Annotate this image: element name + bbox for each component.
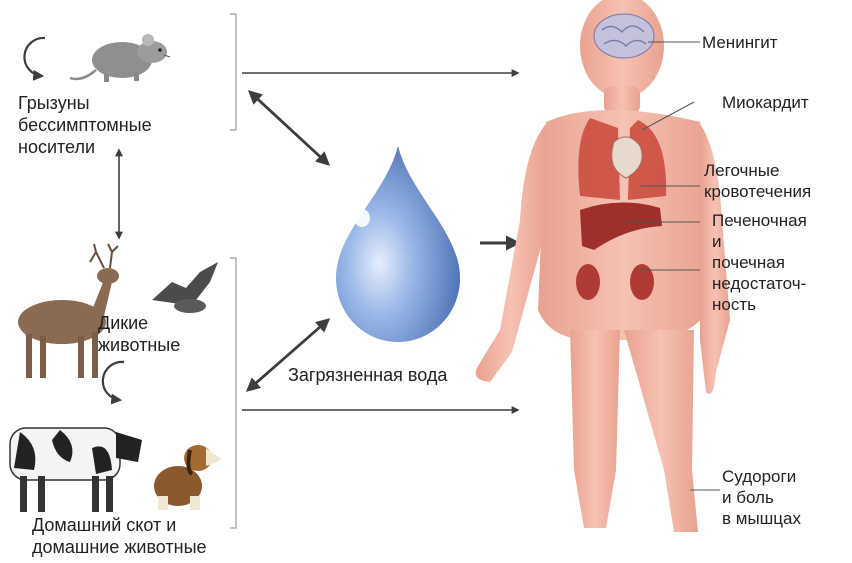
rodents-label-line2: бессимптомные: [18, 114, 152, 136]
pulmonary-hemorrhage-line1: Легочные: [704, 160, 811, 181]
domestic-animals-label: Домашний скот и домашние животные: [32, 514, 207, 558]
muscle-pain-line1: Судороги: [722, 466, 801, 487]
pulmonary-hemorrhage-label: Легочные кровотечения: [704, 160, 811, 202]
liver-kidney-line3: почечная: [712, 252, 807, 273]
wild-animals-label: Дикие животные: [98, 312, 180, 356]
muscle-pain-label: Судороги и боль в мышцах: [722, 466, 801, 529]
wild-animals-label-line1: Дикие: [98, 312, 180, 334]
rat-icon: [70, 34, 170, 82]
pulmonary-hemorrhage-line2: кровотечения: [704, 181, 811, 202]
animal-cycle-icon: [103, 362, 124, 400]
contaminated-water-label: Загрязненная вода: [288, 364, 447, 386]
bat-icon: [152, 262, 218, 313]
liver-kidney-failure-label: Печеночная и почечная недостаточ- ность: [712, 210, 807, 315]
wild-animals-label-line2: животные: [98, 334, 180, 356]
rodents-bracket: [230, 14, 236, 130]
meningitis-label: Менингит: [702, 32, 778, 53]
liver-kidney-line4: недостаточ-: [712, 273, 807, 294]
muscle-pain-line2: и боль: [722, 487, 801, 508]
liver-kidney-line2: и: [712, 231, 807, 252]
domestic-animals-label-line1: Домашний скот и: [32, 514, 207, 536]
rodents-label-line1: Грызуны: [18, 92, 152, 114]
muscle-pain-line3: в мышцах: [722, 508, 801, 529]
water-drop-icon: [336, 146, 460, 342]
domestic-animals-label-line2: домашние животные: [32, 536, 207, 558]
dog-icon: [154, 445, 222, 510]
rodents-label-line3: носители: [18, 136, 152, 158]
human-body: [476, 0, 730, 532]
myocarditis-label: Миокардит: [722, 92, 809, 113]
liver-kidney-line1: Печеночная: [712, 210, 807, 231]
rodent-water-arrow: [250, 92, 328, 164]
animals-bracket: [230, 258, 236, 528]
rodent-cycle-icon: [24, 38, 45, 76]
rodents-label: Грызуны бессимптомные носители: [18, 92, 152, 158]
liver-kidney-line5: ность: [712, 294, 807, 315]
cow-icon: [10, 428, 142, 512]
deer-icon: [18, 244, 119, 378]
brain-icon: [594, 14, 654, 58]
